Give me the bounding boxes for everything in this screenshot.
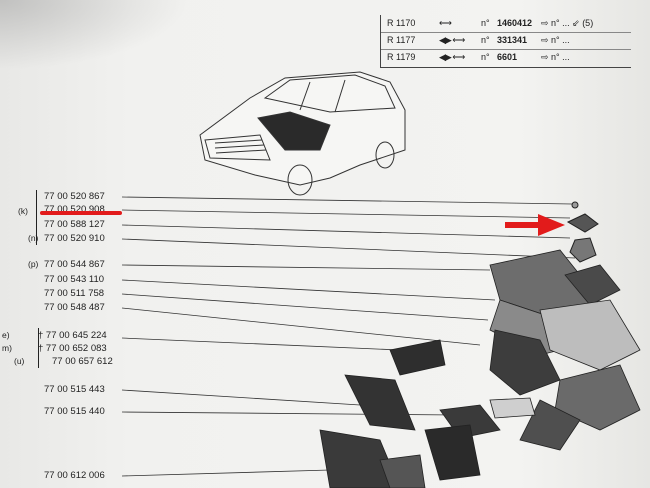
part-label: (n) [28, 233, 39, 243]
spec-number: 331341 [497, 35, 528, 45]
highlight-underline [40, 211, 122, 215]
part-label: (u) [14, 356, 25, 366]
spec-row: R 1170 ⟷ n° 1460412 ⇨ n° ... ⇙ (5) [381, 15, 631, 33]
spec-no: n° [481, 52, 490, 62]
spec-number: 1460412 [497, 18, 533, 28]
part-label: (p) [28, 259, 39, 269]
group-bracket [38, 328, 39, 368]
part-number: 77 00 612 006 [44, 470, 105, 481]
page-shadow [0, 0, 190, 70]
part-number: 77 00 511 758 [44, 288, 105, 299]
part-number: 77 00 548 487 [44, 302, 105, 313]
part-number: † 77 00 652 083 [38, 343, 107, 354]
spec-row: R 1179 ◀▶ ⟷ n° 6601 ⇨ n° ... [381, 49, 631, 66]
part-number: 77 00 515 443 [44, 384, 105, 395]
spec-rest: ⇨ n° ... ⇙ (5) [541, 18, 594, 28]
part-number: † 77 00 645 224 [38, 330, 107, 341]
spec-number: 6601 [497, 52, 518, 62]
double-arrow-icon: ◀▶ ⟷ [439, 52, 465, 62]
group-bracket [36, 190, 37, 245]
part-label: m) [2, 343, 12, 353]
part-number: 77 00 544 867 [44, 259, 105, 270]
spec-row: R 1177 ◀▶ ⟷ n° 331341 ⇨ n° ... [381, 32, 631, 50]
spec-rest: ⇨ n° ... [541, 52, 570, 62]
part-number: 77 00 520 908 [44, 204, 105, 215]
part-number: 77 00 588 127 [44, 219, 105, 230]
spec-no: n° [481, 18, 490, 28]
double-arrow-icon: ◀▶ ⟷ [439, 35, 465, 45]
double-arrow-icon: ⟷ [439, 18, 452, 28]
part-number: 77 00 543 110 [44, 274, 105, 285]
spec-no: n° [481, 35, 490, 45]
part-label: e) [2, 330, 10, 340]
spec-table: R 1170 ⟷ n° 1460412 ⇨ n° ... ⇙ (5) R 117… [380, 15, 631, 68]
spec-rest: ⇨ n° ... [541, 35, 570, 45]
part-label: (k) [18, 206, 28, 216]
spec-model: R 1170 [387, 18, 416, 28]
part-number: 77 00 515 440 [44, 406, 105, 417]
part-number: 77 00 520 910 [44, 233, 105, 244]
part-number: 77 00 520 867 [44, 191, 105, 202]
spec-model: R 1179 [387, 52, 416, 62]
car-icon [199, 71, 406, 196]
part-number: 77 00 657 612 [52, 356, 113, 367]
spec-model: R 1177 [387, 35, 416, 45]
right-arrow-icon [505, 214, 565, 236]
